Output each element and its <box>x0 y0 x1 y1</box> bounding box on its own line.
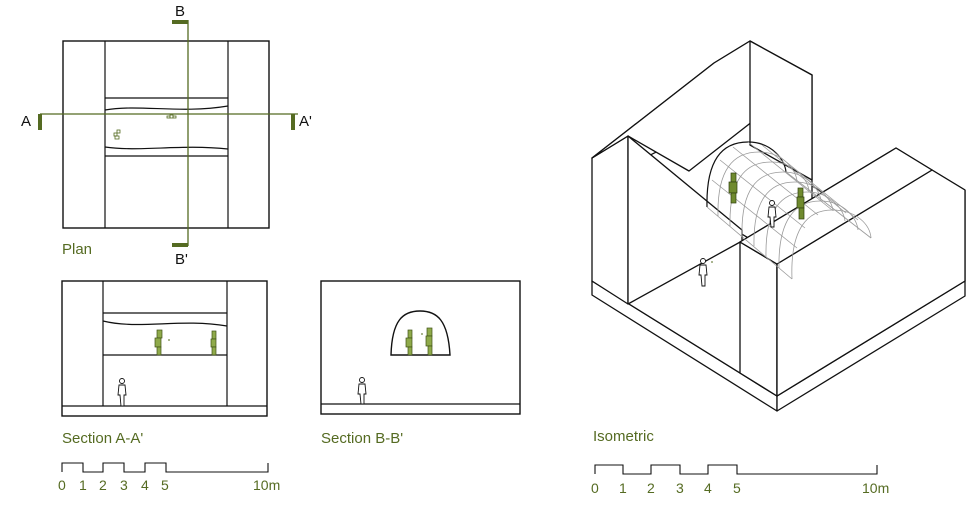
person-figure-icon <box>425 327 433 356</box>
iso-vault-arch <box>741 171 822 237</box>
iso-vault-arch <box>717 151 798 217</box>
plan-canopy-curve-top <box>104 105 229 111</box>
human-scale-figure-icon <box>357 377 367 405</box>
cut-marker-b-top <box>172 20 188 24</box>
cut-label-a: A <box>21 113 31 130</box>
section-aa-title: Section A-A' <box>62 430 143 447</box>
iso-back-block-front-face <box>591 135 629 305</box>
scale-tick-label: 5 <box>733 480 741 496</box>
iso-vault-rib <box>711 179 798 249</box>
plan-figure-icon <box>113 129 121 140</box>
scale-tick-label: 0 <box>591 480 599 496</box>
isometric-drawing <box>591 40 966 412</box>
plan-outer-wall <box>62 40 270 229</box>
scale-tick-label: 3 <box>120 477 128 493</box>
scale-tick-label: 0 <box>58 477 66 493</box>
scale-tick-label: 5 <box>161 477 169 493</box>
person-figure-icon <box>728 172 738 204</box>
section-bb-vault <box>390 310 451 356</box>
cut-label-b: B <box>175 3 185 20</box>
scale-bar-line <box>594 464 878 475</box>
scale-end-label: 10m <box>862 480 889 496</box>
scale-bar-line <box>61 462 269 473</box>
cut-label-a-prime: A' <box>299 113 312 130</box>
plan-drawing: A A' B B' Plan <box>21 3 312 268</box>
iso-vault-arch <box>753 181 834 247</box>
scale-end-label: 10m <box>253 477 280 493</box>
scale-tick-label: 1 <box>79 477 87 493</box>
scale-tick-label: 2 <box>99 477 107 493</box>
iso-vault-arch <box>778 200 859 269</box>
human-scale-figure-icon <box>698 258 708 287</box>
person-figure-icon <box>154 329 163 356</box>
cut-label-b-prime: B' <box>175 251 188 268</box>
person-figure-icon <box>405 329 413 356</box>
plan-title: Plan <box>62 241 92 258</box>
section-bb-title: Section B-B' <box>321 430 403 447</box>
plan-canopy-curve-bottom <box>104 146 229 150</box>
section-aa-drawing: Section A-A' <box>61 280 268 447</box>
iso-vault-arch-back <box>706 141 787 208</box>
human-scale-figure-icon <box>767 200 777 228</box>
iso-vault-base-right <box>785 171 872 239</box>
cut-marker-a-right <box>291 114 295 130</box>
iso-vault-ridge <box>747 141 833 211</box>
cut-marker-b-bottom <box>172 243 188 247</box>
section-bb-drawing: Section B-B' <box>320 280 521 447</box>
cut-marker-a-left <box>38 114 42 130</box>
scale-bar-left: 0 1 2 3 4 5 10m <box>58 462 280 493</box>
scale-tick-label: 2 <box>647 480 655 496</box>
iso-front-block-front-face <box>739 241 778 397</box>
human-scale-figure-icon <box>117 378 127 407</box>
iso-front-block-top-face <box>739 147 933 265</box>
scale-tick-label: 1 <box>619 480 627 496</box>
section-aa-frame <box>61 280 268 417</box>
isometric-title: Isometric <box>593 428 654 445</box>
scale-tick-label: 4 <box>141 477 149 493</box>
section-bb-frame <box>320 280 521 415</box>
plan-figure-icon <box>166 114 177 119</box>
person-figure-icon <box>210 330 217 356</box>
section-aa-canopy-curve <box>102 320 228 327</box>
iso-vault-base-left <box>706 206 793 280</box>
person-figure-icon <box>796 187 805 220</box>
iso-vault-arch <box>765 191 846 258</box>
scale-tick-label: 4 <box>704 480 712 496</box>
scale-bar-right: 0 1 2 3 4 5 10m <box>591 464 889 496</box>
iso-vault-rib <box>719 159 806 229</box>
scale-tick-label: 3 <box>676 480 684 496</box>
